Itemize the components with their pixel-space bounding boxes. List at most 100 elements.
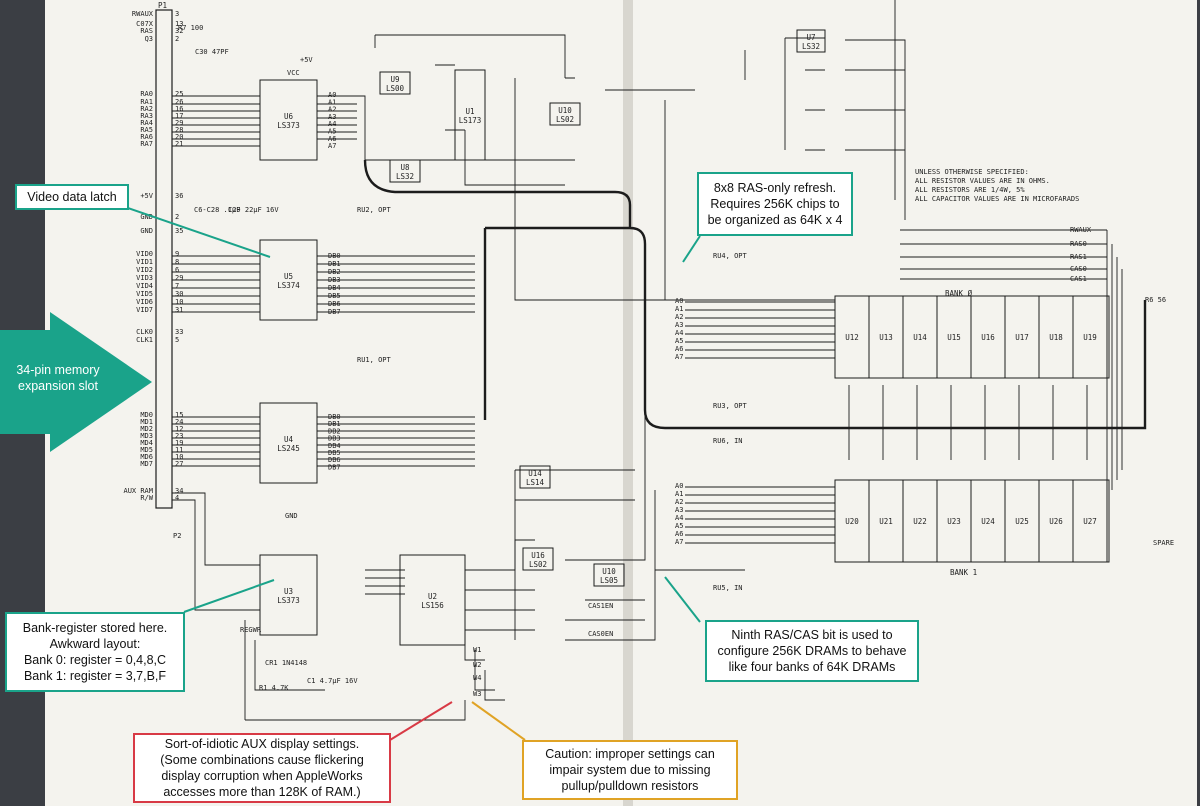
resistor-pack-label: RU4, OPT [713, 252, 748, 260]
resistor-pack-label: RU2, OPT [357, 206, 392, 214]
slot-pin-label: RA2 [140, 105, 153, 113]
dram-chip-ref: U15 [947, 333, 961, 342]
misc-label: R6 56 [1145, 296, 1166, 304]
slot-pin-number: 15 [175, 411, 183, 419]
slot-pin-label: CLK0 [136, 328, 153, 336]
misc-label: R1 4.7K [259, 684, 289, 692]
schematic-note: ALL RESISTORS ARE 1/4W, 5% [915, 186, 1025, 194]
slot-pin-number: 31 [175, 306, 183, 314]
dram-chip-ref: U26 [1049, 517, 1063, 526]
slot-pin-label: MD3 [140, 432, 153, 440]
slot-arrow-shape [0, 312, 152, 452]
slot-pin-number: 30 [175, 290, 183, 298]
transceiver-data-label: DB5 [328, 449, 341, 457]
bank0-address-label: A7 [675, 353, 683, 361]
slot-pin-number: 16 [175, 105, 183, 113]
bank0-label: BANK Ø [945, 289, 973, 298]
misc-label: C6-C28 .1µF [194, 206, 240, 214]
misc-label: P2 [173, 532, 181, 540]
aux-display-line-2: (Some combinations cause flickering [160, 753, 364, 767]
chip-body [796, 29, 826, 53]
slot-pin-label: MD5 [140, 446, 153, 454]
memory-slot-line-2: expansion slot [18, 379, 98, 393]
misc-label: W2 [473, 661, 481, 669]
slot-pin-number: 32 [175, 27, 183, 35]
slot-pin-label: VID2 [136, 266, 153, 274]
chip-ref: U10 [558, 106, 572, 115]
transceiver-data-label: DB1 [328, 420, 341, 428]
slot-pin-number: 25 [175, 90, 183, 98]
caution-line-2: impair system due to missing [549, 763, 711, 777]
slot-pin-number: 9 [175, 250, 179, 258]
slot-pin-number: 28 [175, 126, 183, 134]
bus-lines [363, 159, 1147, 430]
misc-label: C1 4.7µF 16V [307, 677, 358, 685]
ras-refresh-line-2: Requires 256K chips to [710, 197, 840, 211]
bank1-address-label: A4 [675, 514, 683, 522]
chip-part: LS156 [421, 601, 444, 610]
slot-pin-number: 3 [175, 10, 179, 18]
bus-line-label: RAS1 [1070, 253, 1087, 261]
slot-pin-label: VID1 [136, 258, 153, 266]
slot-pin-label: +5V [140, 192, 153, 200]
slot-pin-number: 13 [175, 20, 183, 28]
misc-label: W3 [473, 690, 481, 698]
slot-pin-label: RWAUX [132, 10, 154, 18]
chip-body [593, 563, 625, 587]
leader-ninth-bit [664, 576, 701, 623]
latch-data-label: DB4 [328, 284, 341, 292]
chip-body [454, 69, 486, 161]
slot-pin-number: 35 [175, 227, 183, 235]
chip-part: LS05 [600, 576, 618, 585]
slot-pin-number: 29 [175, 274, 183, 282]
chip-part: LS245 [277, 444, 300, 453]
leader-bank-register [183, 579, 275, 613]
chip-ref: U14 [528, 469, 542, 478]
dram-chip-ref: U13 [879, 333, 893, 342]
caution-line-3: pullup/pulldown resistors [561, 779, 699, 793]
slot-pin-label: RA6 [140, 133, 153, 141]
misc-label: C29 22µF 16V [228, 206, 279, 214]
dram-chip-ref: U14 [913, 333, 927, 342]
slot-pin-label: AUX RAM [123, 487, 153, 495]
ninth-bit-line-2: configure 256K DRAMs to behave [717, 644, 907, 658]
transceiver-data-label: DB4 [328, 442, 341, 450]
slot-pin-number: 33 [175, 328, 183, 336]
slot-pin-label: MD7 [140, 460, 153, 468]
bank1-address-label: A6 [675, 530, 683, 538]
chip-ref: U16 [531, 551, 545, 560]
slot-pin-label: MD6 [140, 453, 153, 461]
bank1-address-label: A7 [675, 538, 683, 546]
slot-pin-number: 26 [175, 98, 183, 106]
slot-pin-label: RA7 [140, 140, 153, 148]
bank1-label: BANK 1 [950, 568, 977, 577]
schematic-note: ALL CAPACITOR VALUES ARE IN MICROFARADS [915, 195, 1079, 203]
bank-register-line-1: Bank-register stored here. [22, 621, 168, 635]
resistor-pack-label: RU1, OPT [357, 356, 392, 364]
chip-body [259, 402, 318, 484]
video-latch-callout: Video data latch [15, 184, 129, 210]
resistor-pack-label: RU3, OPT [713, 402, 748, 410]
slot-pin-label: MD4 [140, 439, 153, 447]
chip-part: LS02 [556, 115, 574, 124]
chip-ref: U4 [284, 435, 294, 444]
slot-pin-number: 19 [175, 439, 183, 447]
slot-pin-number: 2 [175, 35, 179, 43]
ras-refresh-line-1: 8x8 RAS-only refresh. [713, 181, 837, 195]
chip-body [519, 465, 551, 489]
dram-chip-ref: U12 [845, 333, 859, 342]
leader-caution [471, 701, 526, 741]
bus-line-label: RWAUX [1070, 226, 1092, 234]
transceiver-data-label: DB2 [328, 427, 341, 435]
slot-pin-label: VID3 [136, 274, 153, 282]
ninth-bit-line-3: like four banks of 64K DRAMs [728, 660, 896, 674]
static-wiring [155, 0, 1123, 806]
misc-label: C30 47PF [195, 48, 229, 56]
latch-data-label: DB1 [328, 260, 341, 268]
bank0-address-label: A2 [675, 313, 683, 321]
dram-chip-ref: U19 [1083, 333, 1097, 342]
aux-display-line-3: display corruption when AppleWorks [161, 769, 363, 783]
